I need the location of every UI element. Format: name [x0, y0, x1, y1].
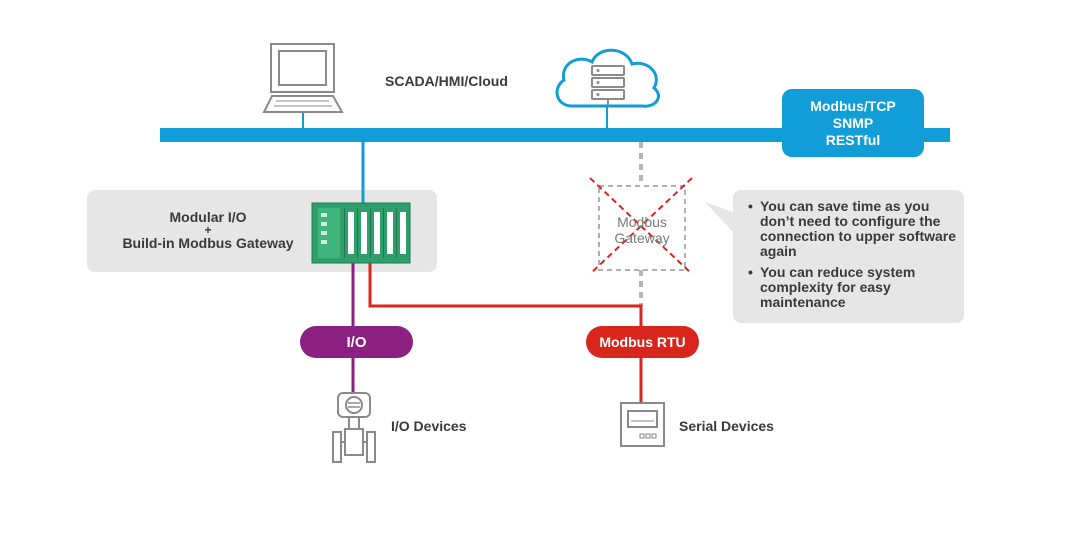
modular-io-line-3: Build-in Modbus Gateway: [122, 235, 294, 251]
benefit-note-1: You can save time as you don’t need to c…: [748, 199, 958, 259]
gateway-line-1: Modbus: [617, 214, 667, 230]
cloud-server-icon: [555, 48, 660, 108]
modular-io-line-1: Modular I/O: [169, 209, 247, 225]
benefit-note-2: You can reduce system complexity for eas…: [748, 265, 958, 310]
modular-io-line-2: +: [204, 223, 212, 237]
cross-line-2: [589, 177, 693, 275]
scada-label: SCADA/HMI/Cloud: [385, 73, 508, 89]
serial-device-icon: [620, 402, 665, 447]
protocol-snmp: SNMP: [832, 114, 874, 131]
rtu-line-upper: [368, 262, 643, 326]
serial-devices-label: Serial Devices: [679, 418, 774, 434]
computer-icon: [262, 43, 344, 113]
protocol-restful: RESTful: [825, 131, 881, 148]
ethernet-backbone: [160, 128, 950, 142]
benefits-notes: You can save time as you don’t need to c…: [748, 199, 958, 316]
modular-io-device-icon: [311, 202, 411, 264]
gateway-line-2: Gateway: [614, 230, 670, 246]
flow-meter-icon: [332, 392, 376, 463]
modbus-rtu-pill: Modbus RTU: [586, 326, 699, 358]
callout-pointer: [705, 202, 733, 232]
gateway-label: Modbus Gateway: [599, 214, 685, 246]
io-devices-label: I/O Devices: [391, 418, 467, 434]
protocol-badge: Modbus/TCP SNMP RESTful: [782, 89, 924, 157]
modbus-gateway-box: [598, 185, 686, 271]
modular-io-label: Modular I/O + Build-in Modbus Gateway: [100, 210, 316, 251]
io-pill: I/O: [300, 326, 413, 358]
protocol-modbus-tcp: Modbus/TCP: [810, 97, 896, 114]
